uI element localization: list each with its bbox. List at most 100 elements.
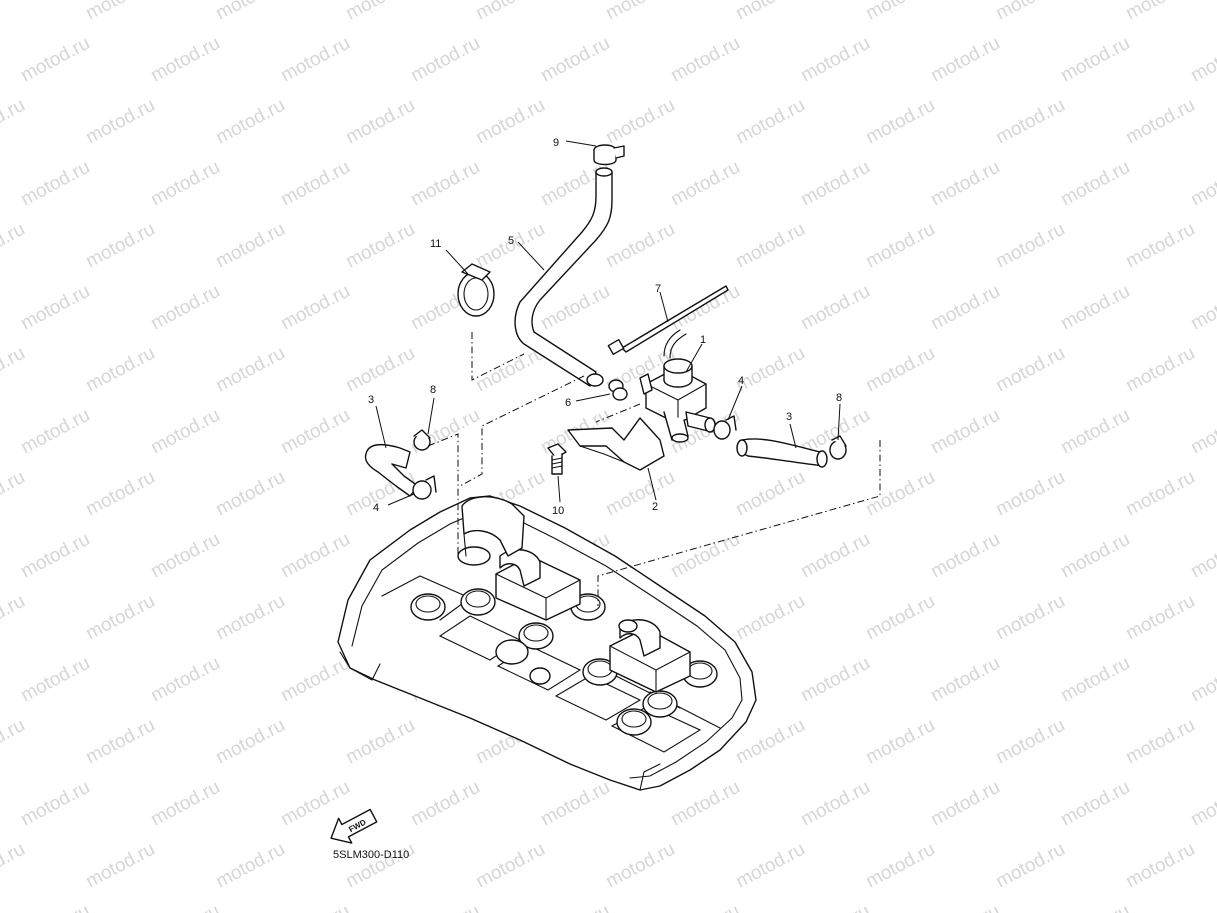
watermark-text: motod.ru (1122, 467, 1198, 521)
watermark-text: motod.ru (407, 901, 483, 913)
watermark-text: motod.ru (17, 777, 93, 831)
watermark-text: motod.ru (1187, 33, 1217, 87)
watermark-text: motod.ru (277, 157, 353, 211)
watermark-text: motod.ru (82, 467, 158, 521)
watermark-text: motod.ru (147, 653, 223, 707)
watermark-text: motod.ru (992, 343, 1068, 397)
watermark-text: motod.ru (797, 33, 873, 87)
watermark-text: motod.ru (1057, 405, 1133, 459)
watermark-text: motod.ru (342, 95, 418, 149)
bracket-2 (567, 417, 665, 471)
watermark-text: motod.ru (732, 467, 808, 521)
watermark-text: motod.ru (862, 0, 938, 24)
watermark-text: motod.ru (342, 343, 418, 397)
watermark-text: motod.ru (862, 839, 938, 893)
watermark-text: motod.ru (732, 219, 808, 273)
clamp-8-right (829, 435, 847, 460)
watermark-text: motod.ru (797, 653, 873, 707)
watermark-text: motod.ru (797, 901, 873, 913)
watermark-text: motod.ru (147, 157, 223, 211)
watermark-text: motod.ru (82, 95, 158, 149)
watermark-text: motod.ru (277, 777, 353, 831)
watermark-text: motod.ru (0, 95, 29, 149)
watermark-text: motod.ru (927, 901, 1003, 913)
watermark-text: motod.ru (17, 901, 93, 913)
clamp-8-left (413, 429, 431, 451)
watermark-text: motod.ru (147, 281, 223, 335)
watermark-text: motod.ru (537, 901, 613, 913)
watermark-text: motod.ru (17, 653, 93, 707)
cable-tie-7 (607, 285, 729, 356)
watermark-text: motod.ru (342, 219, 418, 273)
watermark-text: motod.ru (277, 33, 353, 87)
callout-2: 2 (652, 501, 658, 513)
watermark-text: motod.ru (862, 343, 938, 397)
watermark-text: motod.ru (212, 0, 288, 24)
watermark-text: motod.ru (732, 591, 808, 645)
watermark-text: motod.ru (862, 219, 938, 273)
watermark-text: motod.ru (17, 529, 93, 583)
watermark-text: motod.ru (1122, 839, 1198, 893)
watermark-text: motod.ru (537, 33, 613, 87)
watermark-text: motod.ru (212, 219, 288, 273)
leader-lines (375, 140, 841, 506)
watermark-text: motod.ru (277, 901, 353, 913)
watermark-text: motod.ru (797, 777, 873, 831)
watermark-text: motod.ru (602, 467, 678, 521)
watermark-text: motod.ru (0, 715, 29, 769)
watermark-text: motod.ru (602, 0, 678, 24)
watermark-text: motod.ru (342, 0, 418, 24)
watermark-text: motod.ru (667, 281, 743, 335)
watermark-text: motod.ru (1187, 653, 1217, 707)
watermark-text: motod.ru (927, 33, 1003, 87)
watermark-text: motod.ru (342, 715, 418, 769)
watermark-text: motod.ru (147, 901, 223, 913)
watermark-text: motod.ru (1057, 777, 1133, 831)
watermark-text: motod.ru (602, 219, 678, 273)
watermark-text: motod.ru (1057, 901, 1133, 913)
watermark-text: motod.ru (17, 405, 93, 459)
watermark-text: motod.ru (82, 591, 158, 645)
watermark-text: motod.ru (472, 0, 548, 24)
clamp-4-left (412, 475, 437, 500)
clip-9 (593, 144, 625, 166)
watermark-text: motod.ru (0, 591, 29, 645)
watermark-text: motod.ru (667, 529, 743, 583)
watermark-text: motod.ru (0, 467, 29, 521)
watermark-text: motod.ru (82, 343, 158, 397)
watermark-text: motod.ru (992, 715, 1068, 769)
callout-8-right: 8 (836, 392, 842, 404)
callout-10: 10 (552, 505, 564, 517)
watermark-text: motod.ru (82, 0, 158, 24)
watermark-text: motod.ru (927, 157, 1003, 211)
watermark-text: motod.ru (602, 95, 678, 149)
watermark-text: motod.ru (927, 529, 1003, 583)
watermark-text: motod.ru (82, 219, 158, 273)
callout-9: 9 (553, 137, 559, 149)
watermark-text: motod.ru (277, 281, 353, 335)
watermark-text: motod.ru (212, 343, 288, 397)
watermark-text: motod.ru (992, 95, 1068, 149)
watermark-text: motod.ru (992, 467, 1068, 521)
watermark-text: motod.ru (1187, 405, 1217, 459)
watermark-text: motod.ru (17, 157, 93, 211)
watermark-text: motod.ru (667, 33, 743, 87)
callout-numbers: 9 11 5 7 1 3 8 6 4 3 8 4 10 2 (368, 137, 842, 517)
reed-valve-covers (457, 546, 691, 693)
hose-3-right (736, 438, 828, 468)
watermark-text: motod.ru (732, 95, 808, 149)
watermark-text: motod.ru (277, 529, 353, 583)
watermark-text: motod.ru (407, 33, 483, 87)
spark-plug-holes (410, 588, 718, 736)
watermark-text: motod.ru (732, 0, 808, 24)
watermark-text: motod.ru (732, 839, 808, 893)
watermark-text: motod.ru (927, 777, 1003, 831)
watermark-text: motod.ru (797, 529, 873, 583)
watermark-text: motod.ru (537, 777, 613, 831)
watermark-text: motod.ru (0, 219, 29, 273)
watermark-text: motod.ru (277, 653, 353, 707)
callout-7: 7 (655, 283, 661, 295)
watermark-text: motod.ru (212, 591, 288, 645)
watermark-text: motod.ru (472, 839, 548, 893)
